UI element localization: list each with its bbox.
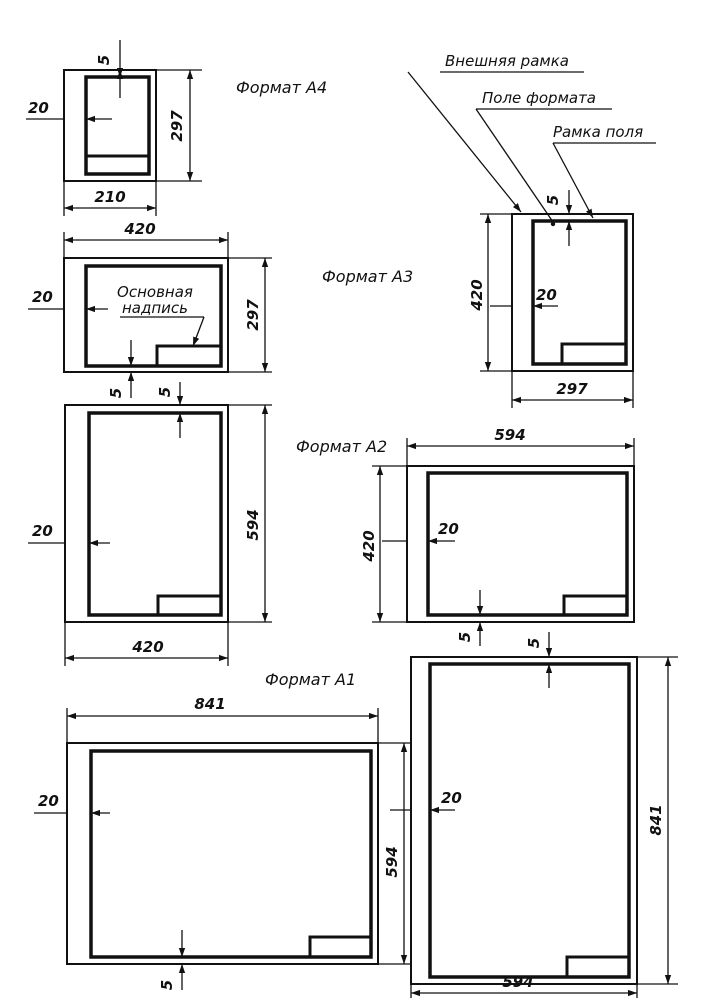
a3-portrait-outer-frame — [64, 404, 229, 623]
a2-field-frame — [426, 471, 629, 617]
a2-landscape-height-label: 594 — [383, 846, 401, 877]
a2-landscape-field-frame — [89, 749, 373, 959]
a3-outer-frame — [63, 257, 229, 373]
format-a4-sheet: 5 20 297 210 — [26, 40, 202, 216]
a4-detail-height-label: 420 — [468, 279, 486, 311]
a3-title-block — [155, 344, 223, 368]
outer-frame-label: Внешняя рамка — [445, 52, 569, 70]
a3-bottom-margin-label: 5 — [107, 388, 125, 398]
a2-landscape-outer-frame — [66, 742, 379, 965]
format-a2-sheet: 594 420 20 5 — [360, 426, 635, 646]
a1-width-label: 594 — [502, 973, 533, 991]
a3-portrait-left-margin-label: 20 — [32, 522, 53, 540]
title-block-label-line2: надпись — [122, 299, 188, 317]
format-a3-sheet: 420 297 20 5 Основная надпись — [28, 220, 272, 398]
format-a2-landscape-sheet: 841 594 20 5 — [34, 695, 412, 990]
format-field-label: Поле формата — [482, 89, 596, 107]
a2-landscape-bottom-margin-label: 5 — [158, 980, 176, 990]
a4-width-label: 210 — [94, 188, 125, 206]
format-a4-caption: Формат А4 — [236, 78, 327, 97]
a3-field-frame — [84, 264, 223, 368]
a3-portrait-field-frame — [87, 411, 223, 617]
a4-detail-left-margin-label: 20 — [536, 286, 557, 304]
format-a1-sheet: 5 841 20 594 — [390, 632, 678, 998]
a1-left-margin-label: 20 — [441, 789, 462, 807]
field-frame-label: Рамка поля — [553, 123, 643, 141]
a4-detail-outer-frame — [511, 213, 634, 372]
a3-width-label: 420 — [123, 220, 155, 238]
format-a2-caption: Формат А2 — [296, 437, 387, 456]
a2-bottom-margin-label: 5 — [456, 632, 474, 642]
a1-field-frame — [428, 662, 631, 979]
a1-height-label: 841 — [647, 804, 665, 835]
a2-landscape-width-label: 841 — [194, 695, 225, 713]
format-a1-caption: Формат А1 — [265, 670, 356, 689]
a3-left-margin-label: 20 — [32, 288, 53, 306]
a4-title-block — [84, 154, 151, 176]
a4-detail-width-label: 297 — [556, 380, 588, 398]
a1-title-block — [565, 955, 631, 979]
a4-field-frame — [84, 75, 151, 176]
format-a4-detail-sheet: 420 297 20 5 — [407, 71, 656, 408]
a2-width-label: 594 — [494, 426, 525, 444]
format-a3-portrait-sheet: 5 20 594 420 — [28, 382, 272, 666]
a1-top-margin-label: 5 — [525, 638, 543, 648]
a2-outer-frame — [406, 465, 635, 623]
title-block-label-line1: Основная — [117, 283, 193, 301]
a3-portrait-top-margin-label: 5 — [156, 387, 174, 397]
a2-title-block — [562, 594, 629, 617]
a3-portrait-height-label: 594 — [244, 509, 262, 540]
a4-height-label: 297 — [168, 110, 186, 142]
a4-detail-top-margin-label: 5 — [544, 195, 562, 205]
a4-top-margin-label: 5 — [95, 55, 113, 65]
a1-outer-frame — [410, 656, 638, 985]
a2-landscape-title-block — [308, 935, 373, 959]
a4-detail-title-block — [560, 342, 628, 366]
a4-outer-frame — [63, 69, 157, 182]
a3-portrait-title-block — [156, 594, 223, 617]
a3-portrait-width-label: 420 — [131, 638, 163, 656]
a2-height-label: 420 — [360, 530, 378, 562]
a4-left-margin-label: 20 — [28, 99, 49, 117]
a2-landscape-left-margin-label: 20 — [38, 792, 59, 810]
a3-height-label: 297 — [244, 299, 262, 331]
a2-left-margin-label: 20 — [438, 520, 459, 538]
format-a3-caption: Формат А3 — [322, 267, 413, 286]
